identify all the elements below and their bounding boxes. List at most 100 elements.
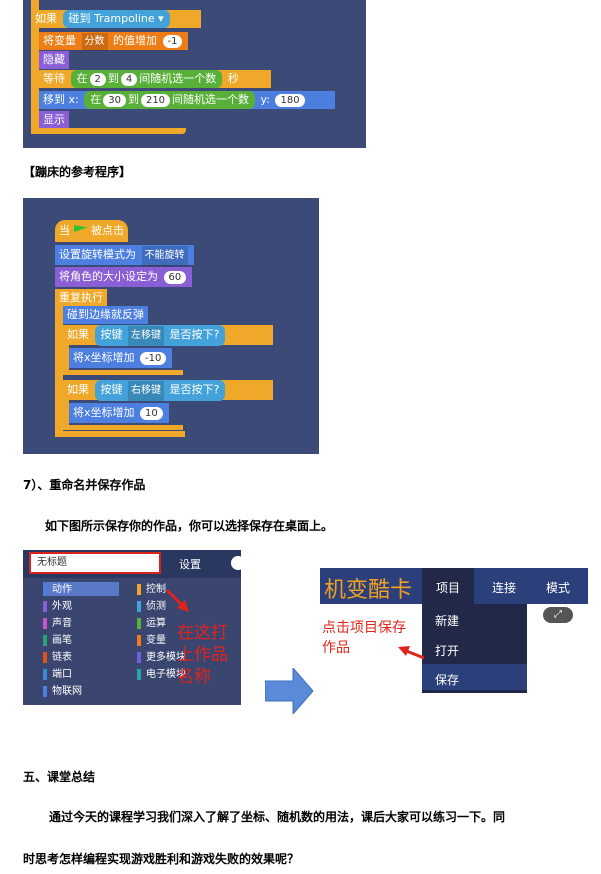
bounce-label: 碰到边缘就反弹	[67, 308, 144, 321]
category-operators[interactable]: 运算	[137, 617, 166, 630]
x-min-input[interactable]: 30	[103, 93, 126, 107]
if-left-label: 如果	[67, 328, 89, 341]
category-control[interactable]: 控制	[137, 583, 166, 596]
touching-label: 碰到	[68, 12, 91, 25]
menu-item-open[interactable]: 打开	[435, 644, 460, 658]
category-electronics-label: 电子模块	[146, 669, 186, 680]
category-motion[interactable]: 动作	[43, 583, 72, 596]
wait-max-input[interactable]: 4	[120, 72, 138, 86]
category-pen[interactable]: 画笔	[43, 634, 72, 647]
key-left-block[interactable]: 按键 左移键 是否按下?	[94, 325, 226, 346]
category-list[interactable]: 链表	[43, 651, 72, 664]
key-left-dropdown[interactable]: 左移键	[128, 326, 164, 346]
category-motion-label: 动作	[52, 584, 72, 595]
caption-trampoline: 【蹦床的参考程序】	[23, 165, 132, 179]
var-dropdown[interactable]: 分数	[81, 33, 108, 51]
when-flag-clicked-block[interactable]: 当 被点击	[55, 220, 128, 242]
if-left-block[interactable]: 如果 按键 左移键 是否按下?	[63, 325, 273, 346]
if-label: 如果	[35, 12, 57, 25]
category-control-label: 控制	[146, 584, 166, 595]
category-more-label: 更多模块	[146, 652, 186, 663]
change-by-label: 的值增加	[113, 34, 157, 47]
seconds-label: 秒	[227, 72, 239, 85]
category-looks-label: 外观	[52, 601, 72, 612]
menu-project[interactable]	[422, 568, 474, 604]
category-sound[interactable]: 声音	[43, 617, 72, 630]
when-label: 当	[59, 224, 70, 237]
menu-mode[interactable]: 模式	[546, 581, 571, 595]
category-looks[interactable]: 外观	[43, 600, 72, 613]
hide-block[interactable]: 隐藏	[39, 51, 69, 69]
category-more[interactable]: 更多模块	[137, 651, 186, 664]
random-label: 间随机选一个数	[139, 72, 217, 85]
change-value-input[interactable]: -1	[162, 34, 183, 48]
change-var-label: 将变量	[43, 34, 76, 47]
size-block[interactable]: 将角色的大小设定为 60	[55, 267, 193, 287]
category-sensing-label: 侦测	[146, 601, 166, 612]
change-x-left-input[interactable]: -10	[140, 351, 167, 365]
rotation-label: 设置旋转模式为	[59, 248, 136, 261]
if-block[interactable]: 如果 碰到 Trampoline ▾	[31, 10, 201, 28]
menu-item-new[interactable]: 新建	[435, 614, 460, 628]
if-right-bar	[63, 398, 69, 426]
rotation-block[interactable]: 设置旋转模式为 不能旋转	[55, 245, 194, 266]
category-iot-label: 物联网	[52, 686, 82, 697]
key-right-dropdown[interactable]: 右移键	[128, 381, 164, 401]
menu-connect[interactable]: 连接	[492, 581, 517, 595]
size-input[interactable]: 60	[163, 270, 187, 284]
random-label-2: 间随机选一个数	[172, 93, 250, 106]
goto-label: 移到 x:	[43, 93, 79, 106]
if-right-block[interactable]: 如果 按键 右移键 是否按下?	[63, 380, 273, 401]
section-5-title: 五、课堂总结	[23, 770, 96, 784]
fullscreen-button[interactable]: ⤢	[543, 607, 573, 623]
category-port[interactable]: 端口	[43, 668, 72, 681]
change-x-label-2: 将x坐标增加	[73, 406, 135, 419]
size-label: 将角色的大小设定为	[59, 270, 158, 283]
key-right-block[interactable]: 按键 右移键 是否按下?	[94, 380, 226, 401]
rename-annotation: 在这打上作品名称	[177, 623, 228, 687]
to-label: 到	[107, 72, 119, 85]
y-value-input[interactable]: 180	[275, 93, 305, 107]
key-label-2: 按键	[100, 383, 123, 396]
menu-item-save[interactable]: 保存	[435, 673, 460, 687]
touching-block[interactable]: 碰到 Trampoline ▾	[62, 10, 170, 28]
category-variables[interactable]: 变量	[137, 634, 166, 647]
save-annotation-line2: 作品	[322, 640, 350, 656]
change-x-right-block[interactable]: 将x坐标增加 10	[69, 403, 169, 423]
forever-block[interactable]: 重复执行	[55, 289, 107, 307]
rotation-dropdown[interactable]: 不能旋转	[141, 246, 188, 266]
category-iot[interactable]: 物联网	[43, 685, 82, 698]
x-max-input[interactable]: 210	[140, 93, 171, 107]
menu-project-label: 项目	[436, 581, 461, 595]
y-label: y:	[260, 93, 270, 106]
project-title-input[interactable]: 无标题	[29, 552, 161, 574]
settings-menu[interactable]: 设置	[179, 558, 201, 571]
menu-item-save-highlight	[422, 664, 527, 690]
touching-target: Trampoline	[94, 12, 155, 25]
change-x-right-input[interactable]: 10	[140, 406, 163, 420]
if-block-left-bar	[31, 0, 39, 130]
if-right-bottom	[63, 425, 183, 430]
help-icon[interactable]	[231, 556, 241, 570]
category-variables-label: 变量	[146, 635, 166, 646]
bounce-block[interactable]: 碰到边缘就反弹	[63, 306, 148, 324]
green-flag-icon	[73, 225, 88, 233]
show-block[interactable]: 显示	[39, 111, 69, 129]
wait-min-input[interactable]: 2	[89, 72, 106, 86]
selected-category-highlight	[43, 582, 119, 596]
forever-left-bar	[55, 303, 63, 431]
code-panel-trampoline: 如果 碰到 Trampoline ▾ 将变量 分数 的值增加 -1 隐藏 等待 …	[23, 0, 366, 148]
annotation-arrow-2	[398, 646, 425, 660]
wait-label: 等待	[43, 72, 65, 85]
rename-screenshot: 无标题 设置 动作 外观 声音 画笔 链表 端口 物联网 控制 侦测 运算 变量…	[23, 550, 241, 705]
change-x-left-block[interactable]: 将x坐标增加 -10	[69, 348, 173, 368]
category-sensing[interactable]: 侦测	[137, 600, 166, 613]
right-arrow-icon	[265, 668, 314, 714]
category-electronics[interactable]: 电子模块	[137, 668, 186, 681]
pressed-label-2: 是否按下?	[169, 383, 220, 396]
change-var-block[interactable]: 将变量 分数 的值增加 -1	[39, 32, 189, 51]
